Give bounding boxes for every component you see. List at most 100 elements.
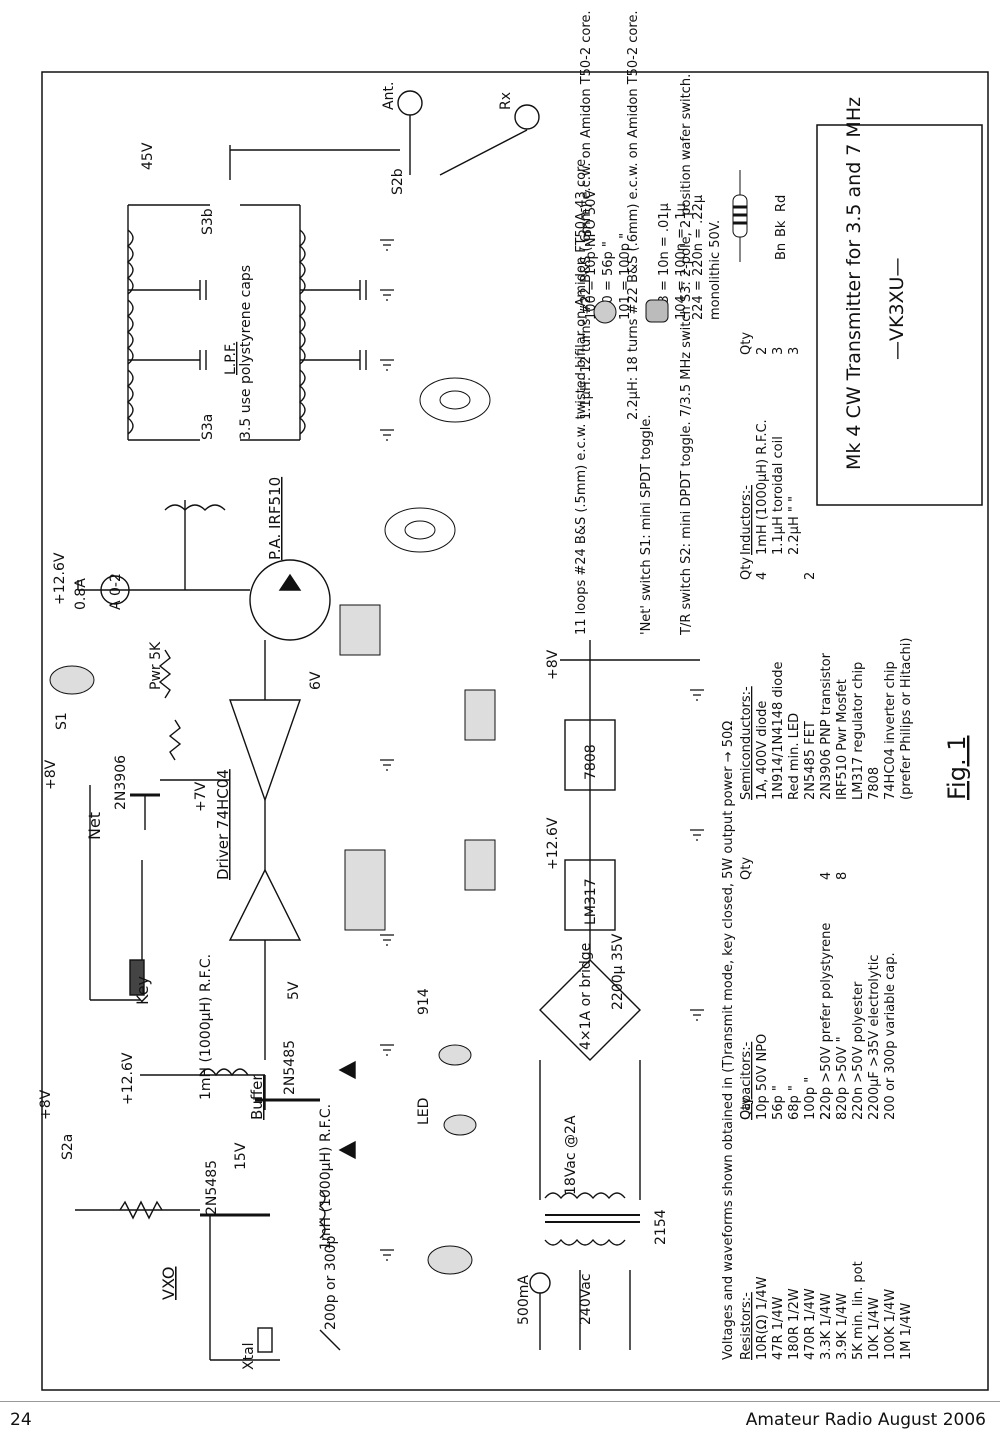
circuit-wiring	[75, 90, 700, 1361]
rx-socket-icon	[514, 104, 540, 130]
vac240-label: 240Vac	[578, 1274, 594, 1326]
note-1-1uH: 1.1μH: 12 turns #22 B&S (.6mm) e.c.w. on…	[579, 10, 594, 420]
rfc2-label: 1mH (1000μH) R.F.C.	[318, 1104, 334, 1250]
ammeter-icon	[100, 575, 130, 605]
toroid-sketches	[49, 377, 496, 1275]
semi-qty: 4	[755, 572, 770, 580]
footer-rule	[0, 1401, 1000, 1402]
inverter-icon	[229, 699, 301, 803]
capacitor-codes: 100 = 10p NPO 50V 560 = 56p " 101 = 100p…	[584, 190, 723, 324]
regulator-7808-icon	[564, 719, 616, 791]
publication-footer: Amateur Radio August 2006	[745, 1410, 986, 1430]
monolithic-capacitor-icon	[645, 299, 669, 323]
title-block: Mk 4 CW Transmitter for 3.5 and 7 MHz —V…	[816, 97, 983, 506]
bifilar-toroid-icon	[384, 507, 456, 553]
resistor-row: 100K 1/4W	[883, 1289, 898, 1360]
q3906-label: 2N3906	[113, 755, 129, 810]
capacitor-row: 2200μF >35V electrolytic	[867, 955, 882, 1120]
s1-label: S1	[54, 712, 70, 730]
inductor-icon	[298, 229, 306, 295]
parts-lists: Resistors:- Qty 10R(Ω) 1/4W 47R 1/4W 180…	[721, 332, 914, 1360]
resistor-row: 47R 1/4W	[771, 1296, 786, 1360]
transformer-secondary-icon	[544, 1192, 626, 1200]
toroid-coil-icon	[419, 377, 491, 423]
mosfet-pa-icon	[249, 559, 331, 641]
semis-header: Semiconductors:-	[739, 686, 754, 800]
inverter-icon	[228, 868, 302, 941]
page-number: 24	[10, 1410, 32, 1430]
s3a-label: S3a	[200, 414, 216, 440]
inductor-icon	[126, 229, 134, 295]
capacitors-qty-header: Qty	[739, 857, 754, 880]
buffer-label: Buffer	[248, 1074, 266, 1120]
schematic-title: Mk 4 CW Transmitter for 3.5 and 7 MHz	[843, 97, 865, 470]
transformer-label: 2154	[653, 1209, 669, 1245]
note-bifilar: 11 loops #24 B&S (.5mm) e.c.w. twisted b…	[574, 155, 589, 635]
ground-symbols	[380, 239, 704, 1261]
resistor-row: 10R(Ω) 1/4W	[755, 1276, 770, 1360]
band-3-label: Rd	[774, 195, 789, 212]
variable-cap-label: 200p or 300p	[323, 1235, 339, 1330]
v7-label: +7V	[193, 781, 209, 812]
antenna-socket-icon	[397, 90, 423, 116]
vxo-label: VXO	[159, 1267, 178, 1300]
supply-12v6-label: +12.6V	[545, 817, 561, 870]
component-labels: VXO Xtal 200p or 300p Buffer 2N5485 2N54…	[38, 82, 669, 1370]
inductor-row: 2.2μH " "	[787, 496, 802, 555]
code-224: 224 = 220n = .22μ	[691, 195, 706, 320]
semi-row: Red min. LED	[787, 713, 802, 800]
capacitor-row: 220n >50V polyester	[851, 981, 866, 1120]
v15-label: 15V	[233, 1142, 249, 1170]
semi-row: 74HC04 inverter chip	[883, 661, 898, 800]
resistor-qty: 2	[819, 1112, 834, 1120]
vac18-label: 18Vac @2A	[563, 1115, 579, 1195]
net-label: Net	[85, 812, 104, 840]
lm317-package-icon	[464, 839, 496, 891]
band-2-label: Bk	[774, 220, 789, 237]
inductor-qty: 3	[771, 347, 786, 355]
code-560: 560 = 56p "	[601, 241, 616, 320]
lm317-label: LM317	[583, 878, 599, 925]
rfc-icon	[318, 1189, 326, 1239]
inductor-icon	[298, 299, 306, 365]
capacitor-row: 56p "	[771, 1085, 786, 1120]
capacitors-header: Capacitors:-	[739, 1041, 754, 1120]
led-label: LED	[416, 1098, 432, 1125]
s2a-label: S2a	[60, 1134, 76, 1160]
meter-label: A 0-2	[108, 573, 124, 610]
driver-label: Driver 74HC04	[214, 769, 232, 880]
supply-8v-label: +8V	[545, 649, 561, 680]
semi-row: 1A, 400V diode	[755, 701, 770, 800]
semi-qty: 2	[803, 572, 818, 580]
capacitor-row: 68p "	[787, 1085, 802, 1120]
inductor-icon	[126, 299, 134, 365]
inductors-header: Inductors:-	[739, 485, 754, 555]
author-callsign: —VK3XU—	[886, 258, 908, 360]
figure-label: Fig. 1	[943, 736, 971, 801]
resistor-row: 3.9K 1/4W	[835, 1293, 850, 1360]
band-1-label: Bn	[774, 243, 789, 260]
fet-vxo-label: 2N5485	[204, 1160, 220, 1215]
page-frame	[41, 71, 989, 1391]
fuse500-label: 500mA	[516, 1275, 532, 1325]
supply-12v6-label: +12.6V	[120, 1052, 136, 1105]
capacitor-qty: 8	[835, 872, 850, 880]
capacitor-row: 220p >50V prefer polystyrene	[819, 923, 834, 1120]
note-s2-s3: T/R switch S2: mini DPDT toggle. 7/3.5 M…	[679, 74, 694, 636]
74hc04-package-icon	[344, 849, 386, 931]
key-icon	[129, 959, 145, 996]
resistor-icon	[168, 719, 182, 761]
fuse-icon	[529, 1272, 551, 1294]
supply-8v-label: +8V	[43, 759, 59, 790]
capacitor-qty: 4	[819, 872, 834, 880]
resistor-row: 470R 1/4W	[803, 1288, 818, 1360]
regulator-lm317-icon	[564, 859, 616, 931]
variable-cap-icon	[319, 1329, 341, 1351]
5485-package-icon	[427, 1245, 473, 1275]
led-package-icon	[443, 1114, 477, 1136]
v6-label: 6V	[308, 671, 324, 690]
coil-notes: 1.1μH: 12 turns #22 B&S (.6mm) e.c.w. on…	[574, 10, 694, 636]
c2200-label: 2200μ 35V	[610, 933, 626, 1010]
resistor-row: 180R 1/2W	[787, 1288, 802, 1360]
